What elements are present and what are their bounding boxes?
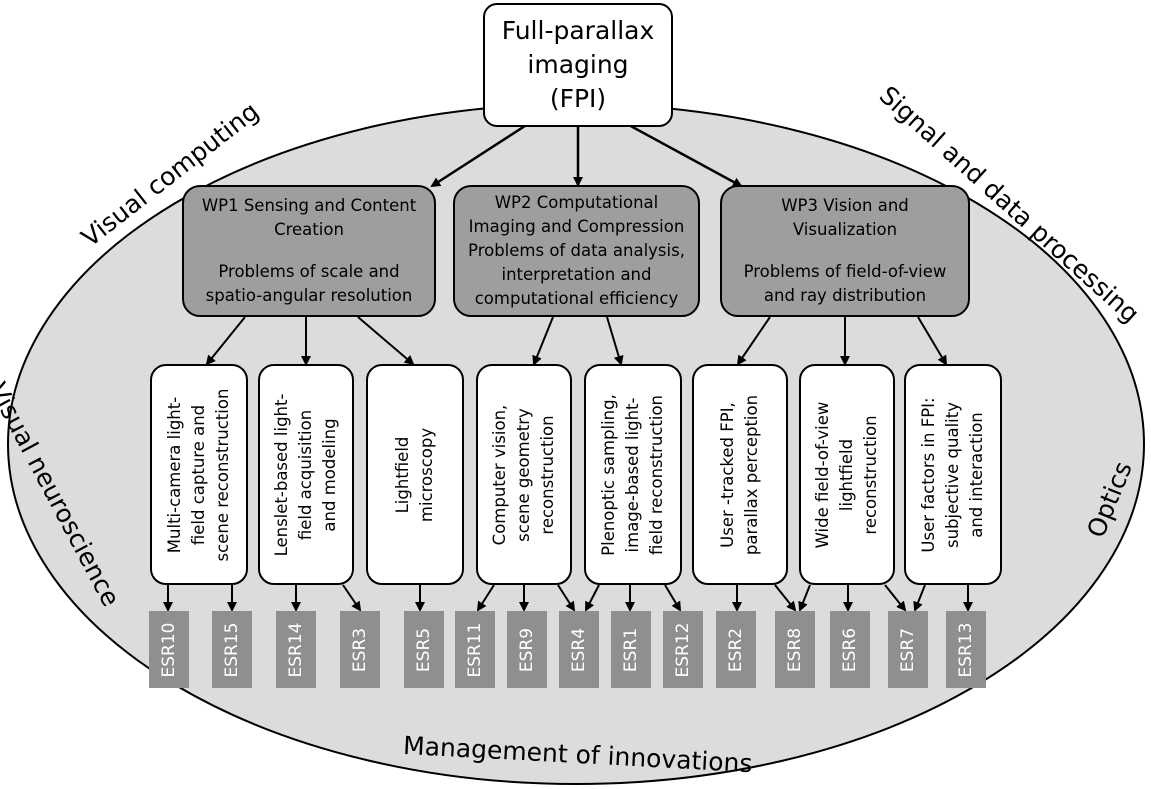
topic-line: and interaction <box>967 411 986 538</box>
esr-box-esr9: ESR9 <box>507 611 547 688</box>
wp-title-line: Creation <box>274 220 344 239</box>
wp-problem-line: interpretation and <box>501 265 652 284</box>
topic-box-user-tracked: User -tracked FPI, parallax perception <box>692 364 788 585</box>
esr-box-esr2: ESR2 <box>716 611 756 688</box>
connector-arrow <box>557 584 576 612</box>
wp-title-line: WP2 Computational <box>494 193 659 212</box>
topic-line: scene reconstruction <box>213 388 232 561</box>
connector-arrow <box>913 584 926 612</box>
connector-arrow <box>917 316 948 366</box>
esr-box-esr4: ESR4 <box>559 611 599 688</box>
topic-line: field acquisition <box>296 409 315 540</box>
connector-arrow <box>532 316 554 366</box>
topic-line: reconstruction <box>538 414 557 535</box>
connector-arrow <box>606 316 624 366</box>
topic-line: Multi-camera light- <box>165 396 184 553</box>
esr-label: ESR11 <box>465 622 485 677</box>
connector-arrow <box>205 316 246 366</box>
topic-line: and modeling <box>320 417 339 532</box>
topic-line: Wide field-of-view <box>813 401 832 548</box>
work-package-wp1: WP1 Sensing and Content Creation Problem… <box>182 185 436 317</box>
wp-problem-line: computational efficiency <box>474 289 679 308</box>
topic-box-lenslet: Lenslet-based light- field acquisition a… <box>258 364 354 585</box>
topic-line: subjective quality <box>943 401 962 548</box>
top-node-fpi: Full-parallax imaging (FPI) <box>483 3 673 127</box>
topic-line: Lenslet-based light- <box>272 393 291 556</box>
top-node-line: (FPI) <box>549 84 607 113</box>
esr-label: ESR12 <box>673 622 693 677</box>
esr-box-esr13: ESR13 <box>946 611 986 688</box>
top-node-line: imaging <box>527 50 629 79</box>
wp-problem-line: Problems of scale and <box>218 262 400 281</box>
topic-line: field capture and <box>189 404 208 545</box>
topic-box-wide-fov: Wide field-of-view lightfield reconstruc… <box>799 364 895 585</box>
esr-label: ESR5 <box>414 627 434 672</box>
esr-label: ESR15 <box>222 622 242 677</box>
topic-line: field reconstruction <box>647 394 666 555</box>
esr-label: ESR4 <box>569 627 589 672</box>
esr-box-esr10: ESR10 <box>149 611 189 688</box>
wp-title-line: WP1 Sensing and Content <box>201 196 417 215</box>
topic-line: microscopy <box>417 427 436 522</box>
work-package-wp3: WP3 Vision and Visualization Problems of… <box>720 185 970 317</box>
esr-label: ESR6 <box>840 627 860 672</box>
esr-label: ESR1 <box>621 627 641 672</box>
esr-box-esr1: ESR1 <box>611 611 651 688</box>
wp-problem-line: Problems of data analysis, <box>468 241 685 260</box>
esr-box-esr11: ESR11 <box>455 611 495 688</box>
topic-box-microscopy: Lightfield microscopy <box>366 364 464 585</box>
esr-box-esr15: ESR15 <box>212 611 252 688</box>
wp-title-line: Visualization <box>792 220 898 239</box>
esr-label: ESR13 <box>956 622 976 677</box>
connector-arrow <box>664 584 682 612</box>
connector-arrow <box>476 584 495 612</box>
topic-line: image-based light- <box>623 397 642 552</box>
topic-line: scene geometry <box>514 407 533 542</box>
esr-label: ESR7 <box>898 627 918 672</box>
esr-label: ESR14 <box>286 622 306 677</box>
connector-layer <box>163 122 973 612</box>
esr-box-esr6: ESR6 <box>830 611 870 688</box>
topic-line: User -tracked FPI, <box>718 401 737 548</box>
esr-box-esr12: ESR12 <box>663 611 703 688</box>
esr-label: ESR9 <box>517 627 537 672</box>
connector-arrow <box>430 122 529 188</box>
esr-box-esr7: ESR7 <box>888 611 928 688</box>
wp-problem-line: spatio-angular resolution <box>205 286 413 305</box>
connector-arrow <box>884 584 907 612</box>
topic-line: lightfield <box>837 438 856 511</box>
topic-box-user-factors: User factors in FPI: subjective quality … <box>904 364 1002 585</box>
connector-arrow <box>342 584 362 612</box>
topic-line: Plenoptic sampling, <box>599 393 618 556</box>
esr-box-esr5: ESR5 <box>404 611 444 688</box>
topic-line: User factors in FPI: <box>919 396 938 553</box>
esr-box-esr3: ESR3 <box>340 611 380 688</box>
connector-arrow <box>736 316 771 366</box>
top-node-line: Full-parallax <box>501 16 655 45</box>
topic-line: Lightfield <box>393 436 412 513</box>
wp-title-line: Imaging and Compression <box>468 217 685 236</box>
topic-box-multi-camera: Multi-camera light- field capture and sc… <box>150 364 248 585</box>
esr-box-esr14: ESR14 <box>276 611 316 688</box>
connector-arrow <box>626 122 743 188</box>
wp-title-line: WP3 Vision and <box>781 196 909 215</box>
esr-box-esr8: ESR8 <box>775 611 815 688</box>
topic-box-computer-vision: Computer vision, scene geometry reconstr… <box>476 364 572 585</box>
connector-arrow <box>585 584 600 612</box>
esr-label: ESR10 <box>159 622 179 677</box>
topic-line: parallax perception <box>742 394 761 555</box>
esr-label: ESR2 <box>726 627 746 672</box>
topic-line: Computer vision, <box>490 404 509 545</box>
connector-arrow <box>774 584 797 612</box>
connector-arrow <box>357 316 415 366</box>
esr-label: ESR3 <box>350 627 370 672</box>
wp-problem-line: Problems of field-of-view <box>743 262 947 281</box>
topic-line: reconstruction <box>861 414 880 535</box>
wp-problem-line: and ray distribution <box>763 286 927 305</box>
topic-box-plenoptic: Plenoptic sampling, image-based light- f… <box>584 364 682 585</box>
connector-arrow <box>798 584 811 612</box>
work-package-wp2: WP2 Computational Imaging and Compressio… <box>453 185 700 317</box>
esr-label: ESR8 <box>785 627 805 672</box>
